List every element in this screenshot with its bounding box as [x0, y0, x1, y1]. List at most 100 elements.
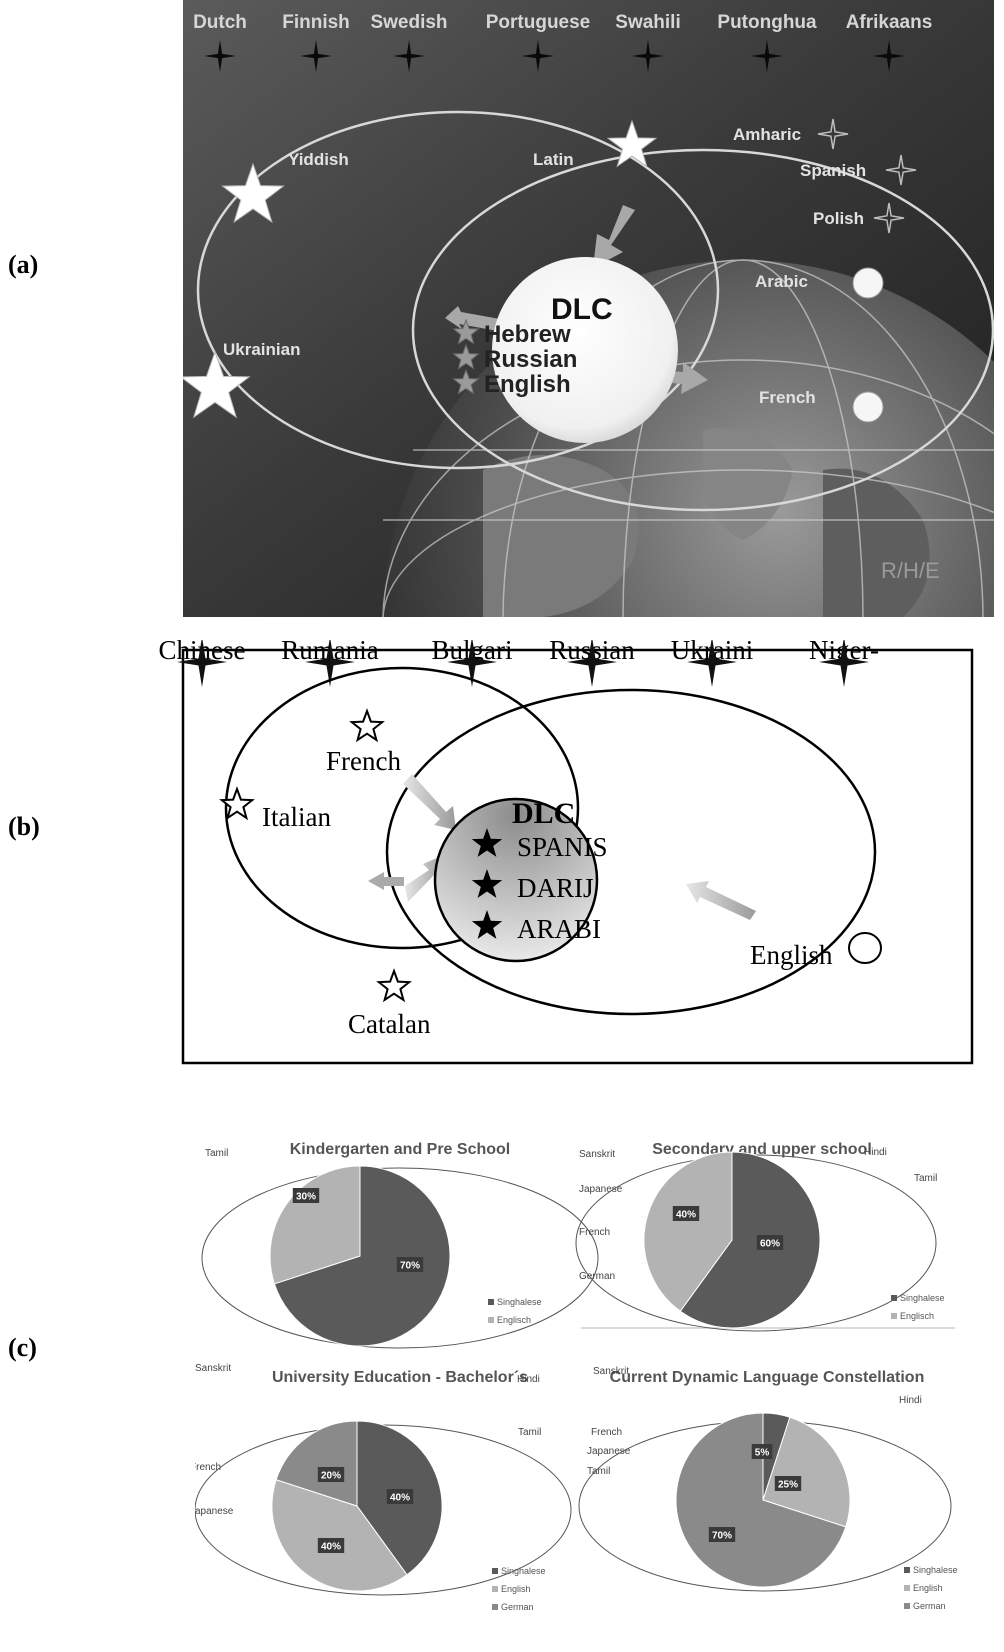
ring-language-label: French — [326, 746, 401, 776]
data-label-box — [708, 1527, 736, 1542]
ring-language-star-icon — [219, 786, 255, 821]
legend-swatch — [904, 1603, 910, 1609]
ring-language-label: Hindi — [517, 1374, 540, 1385]
legend-swatch — [904, 1567, 910, 1573]
ring-language-label: Hindi — [899, 1395, 922, 1406]
core-language-label: DARIJ — [517, 873, 594, 903]
ring-language-star-icon — [221, 162, 285, 224]
top-language-star-icon — [300, 40, 332, 72]
data-label: 20% — [321, 1471, 341, 1482]
pie-slice — [269, 1165, 361, 1285]
core-language-star-icon — [452, 318, 480, 345]
peripheral-language-label: Spanish — [800, 161, 866, 180]
ring-language-label: Tamil — [205, 1148, 228, 1159]
ring-language-label: Sanskrit — [593, 1366, 629, 1377]
ring-language-label: French — [591, 1427, 622, 1438]
peripheral-star-icon — [873, 202, 905, 234]
data-label: 70% — [400, 1261, 420, 1272]
pie-chart-3: University Education - Bachelor´s40%40%2… — [195, 1363, 572, 1612]
top-language-star-icon — [204, 40, 236, 72]
ring-language-label: Tamil — [914, 1173, 937, 1184]
data-label-box — [774, 1476, 802, 1491]
legend-entry: Englisch — [497, 1315, 531, 1325]
legend-entry: English — [501, 1584, 531, 1594]
legend-entry: Englisch — [900, 1311, 934, 1321]
ring-language-label: English — [750, 940, 833, 970]
panel-c-charts: Kindergarten and Pre School70%30%Singhal… — [195, 1141, 958, 1612]
data-label-box — [317, 1467, 345, 1482]
ring-language-label: French — [195, 1462, 221, 1473]
ring-language-label: Japanese — [195, 1506, 234, 1517]
panel-a-label: (a) — [8, 250, 39, 279]
dlc-core-title: DLC — [512, 797, 575, 830]
legend-swatch — [492, 1604, 498, 1610]
corner-text: R/H/E — [881, 558, 940, 583]
legend-entry: German — [501, 1602, 534, 1612]
top-language-star-icon — [447, 640, 497, 687]
ring-language-label: Tamil — [587, 1466, 610, 1477]
ring-language-label: Sanskrit — [579, 1149, 615, 1160]
legend-swatch — [488, 1299, 494, 1305]
data-label: 5% — [755, 1448, 770, 1459]
pie-slice — [271, 1479, 408, 1592]
legend-entry: Singhalese — [900, 1293, 945, 1303]
top-language-label: Swahili — [615, 12, 680, 33]
peripheral-star-icon — [817, 118, 849, 150]
top-language-star-icon — [522, 40, 554, 72]
circle-language-label: French — [759, 388, 816, 407]
pie-slice — [643, 1151, 733, 1312]
legend-swatch — [891, 1313, 897, 1319]
core-language-label: ARABI — [517, 914, 601, 944]
circle-language-icon — [852, 267, 884, 299]
legend-swatch — [488, 1317, 494, 1323]
core-language-label: English — [484, 371, 571, 398]
panel-b-frame — [181, 648, 974, 1065]
chart-title: University Education - Bachelor´s — [272, 1369, 528, 1386]
legend-entry: Singhalese — [497, 1297, 542, 1307]
core-language-label: Russian — [484, 346, 577, 373]
ring-language-label: Italian — [262, 802, 331, 832]
top-language-star-icon — [393, 40, 425, 72]
ring-language-star-icon — [349, 708, 385, 743]
data-label: 70% — [712, 1531, 732, 1542]
ring-language-label: Japanese — [587, 1446, 631, 1457]
top-language-label: Dutch — [193, 12, 247, 33]
ring-language-star-icon — [183, 350, 251, 419]
chart-title: Secondary and upper school — [652, 1141, 872, 1158]
pie-slice — [275, 1420, 358, 1507]
top-language-star-icon — [305, 640, 355, 687]
data-label-box — [292, 1188, 320, 1203]
peripheral-star-icon — [885, 154, 917, 186]
data-label-box — [386, 1489, 414, 1504]
legend-swatch — [891, 1295, 897, 1301]
top-language-star-icon — [177, 640, 227, 687]
pie-chart-4: Current Dynamic Language Constellation 5%… — [578, 1366, 958, 1611]
dlc-core — [492, 257, 678, 443]
chart-title: Current Dynamic Language Constellation — [610, 1369, 925, 1386]
ring-language-label: Sanskrit — [195, 1363, 231, 1374]
legend-entry: Singhalese — [501, 1566, 546, 1576]
outer-orbit-right — [385, 688, 877, 1016]
top-language-label: Putonghua — [717, 12, 817, 33]
ring-language-label: Ukrainian — [223, 340, 300, 359]
top-language-label: Swedish — [370, 12, 447, 33]
top-language-label: Portuguese — [486, 12, 591, 33]
dlc-core-title: DLC — [551, 293, 613, 326]
outer-orbit-left — [196, 110, 720, 470]
circle-language-label: Arabic — [755, 272, 808, 291]
circle-language-icon — [852, 391, 884, 423]
peripheral-language-label: Polish — [813, 209, 864, 228]
pie-chart-2: Secondary and upper school60%40%Singhale… — [575, 1141, 945, 1332]
legend-entry: Singhalese — [913, 1565, 958, 1575]
pie-slice — [273, 1165, 451, 1347]
top-language-label: Afrikaans — [846, 12, 933, 33]
core-language-star-icon — [452, 368, 480, 395]
ring-language-label: Hindi — [864, 1147, 887, 1158]
data-label: 40% — [390, 1493, 410, 1504]
ring-language-label: Japanese — [579, 1184, 623, 1195]
panel-b-label: (b) — [8, 812, 40, 841]
panel-c-label: (c) — [8, 1333, 37, 1362]
outer-orbit-right — [411, 148, 994, 512]
pie-slice — [675, 1412, 847, 1588]
